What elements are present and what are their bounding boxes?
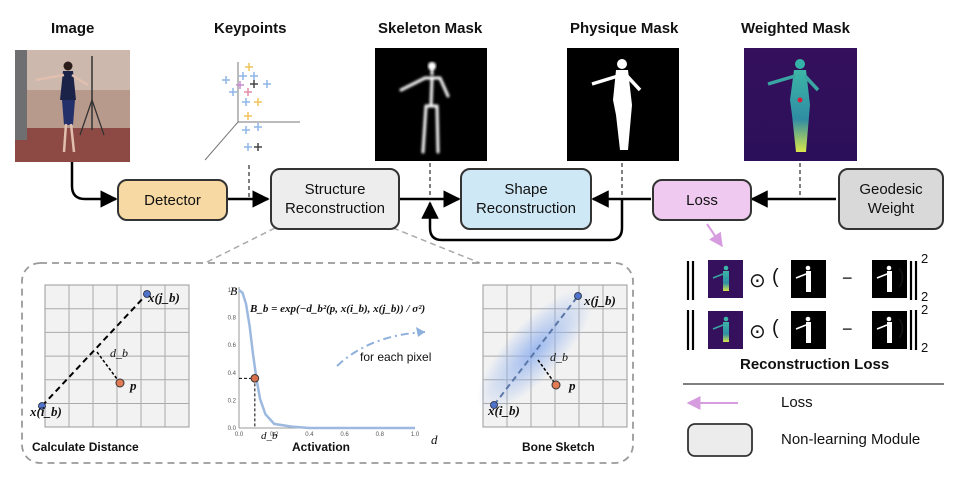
y-tick-label: 1.0	[228, 288, 237, 294]
keypoint-markers	[222, 63, 271, 151]
caption-bone-sketch: Bone Sketch	[522, 440, 595, 454]
paren-close-1: )	[898, 266, 905, 288]
feedback-loop-arrow	[421, 199, 624, 242]
paren-open-1: (	[772, 266, 779, 288]
legend-loss-label: Loss	[781, 394, 813, 411]
input-photo	[15, 50, 130, 162]
keypoint-marker	[250, 80, 258, 88]
keypoint-marker	[244, 143, 252, 151]
keypoints-plot	[204, 62, 300, 161]
structure-detail-panel	[21, 262, 634, 464]
loss-thumbs	[708, 260, 907, 349]
db-tick-label: d_b	[261, 430, 278, 442]
x-tick-label: 0.6	[340, 432, 349, 438]
keypoint-marker	[229, 88, 237, 96]
x-tick-label: 0.8	[376, 432, 385, 438]
heading-physique-mask: Physique Mask	[570, 20, 679, 37]
keypoint-marker	[222, 76, 230, 84]
label-p-left: p	[130, 378, 137, 393]
paren-close-2: )	[898, 317, 905, 339]
keypoint-marker	[244, 88, 252, 96]
sup-1: 2	[921, 251, 929, 266]
x-tick-label: 0.2	[270, 432, 279, 438]
keypoint-marker	[245, 63, 253, 71]
x-tick-label: 0.4	[305, 432, 314, 438]
keypoint-marker	[244, 112, 252, 120]
hadamard-op-1: ⊙	[749, 270, 766, 292]
sup-2: 2	[921, 302, 929, 317]
legend-module-swatch	[687, 423, 753, 457]
y-tick-label: 0.4	[228, 371, 237, 377]
paren-open-2: (	[772, 317, 779, 339]
minus-2: −	[842, 319, 853, 339]
label-x-ib-right: x(i_b)	[488, 403, 520, 418]
keypoint-marker	[254, 123, 262, 131]
activation-formula: B_b = exp(−d_b²(p, x(i_b), x(j_b)) / σ²)	[250, 303, 426, 315]
keypoint-marker	[250, 72, 258, 80]
caption-calculate-distance: Calculate Distance	[32, 440, 139, 454]
physique-mask-thumb	[567, 48, 679, 161]
keypoint-marker	[242, 98, 250, 106]
bone-sketch-grid	[476, 284, 628, 428]
sub-1: 2	[921, 289, 929, 304]
sub-2: 2	[921, 340, 929, 355]
label-db-left: d_b	[110, 346, 128, 360]
caption-activation: Activation	[292, 440, 351, 454]
x-tick-label: 0.0	[235, 432, 244, 438]
keypoint-marker	[242, 126, 250, 134]
y-tick-label: 0.8	[228, 316, 237, 322]
heading-skeleton-mask: Skeleton Mask	[378, 20, 483, 37]
detector-box: Detector	[117, 179, 228, 221]
y-tick-label: 0.0	[228, 426, 237, 432]
heading-weighted-mask: Weighted Mask	[741, 20, 850, 37]
activation-curve	[238, 289, 415, 430]
loss-box: Loss	[652, 179, 752, 221]
axis-y-label: B	[230, 284, 238, 298]
keypoint-marker	[254, 143, 262, 151]
skeleton-mask-thumb	[375, 48, 487, 161]
label-db-right: d_b	[550, 350, 568, 364]
label-x-jb-left: x(j_b)	[148, 290, 180, 305]
axis-x-label: d	[431, 432, 438, 447]
heading-image: Image	[51, 20, 95, 37]
weighted-mask-thumb	[744, 48, 857, 161]
image-to-detector-arrow	[70, 162, 118, 208]
keypoint-marker	[239, 72, 247, 80]
y-tick-label: 0.6	[228, 343, 237, 349]
label-x-jb-right: x(j_b)	[584, 293, 616, 308]
reconstruction-loss-title: Reconstruction Loss	[740, 356, 890, 373]
keypoint-marker	[236, 81, 244, 89]
label-x-ib-left: x(i_b)	[30, 404, 62, 419]
y-tick-label: 0.2	[228, 398, 237, 404]
label-p-right: p	[569, 378, 576, 393]
activation-chart: 0.0 0.2 0.4 0.6 0.8 1.0 0.0 0.2 0.4 0.6 0.8 1.0	[228, 287, 420, 438]
legend-non-learning-label: Non-learning Module	[781, 431, 921, 448]
minus-1: −	[842, 268, 853, 288]
x-tick-label: 1.0	[411, 432, 420, 438]
keypoint-marker	[263, 80, 271, 88]
heading-keypoints: Keypoints	[214, 20, 287, 37]
for-each-pixel-label: for each pixel	[360, 350, 432, 364]
calc-distance-grid	[38, 284, 190, 428]
highlight-point	[250, 374, 260, 383]
reconstruction-loss-formula	[686, 261, 918, 350]
hadamard-op-2: ⊙	[749, 321, 766, 343]
keypoint-marker	[254, 98, 262, 106]
